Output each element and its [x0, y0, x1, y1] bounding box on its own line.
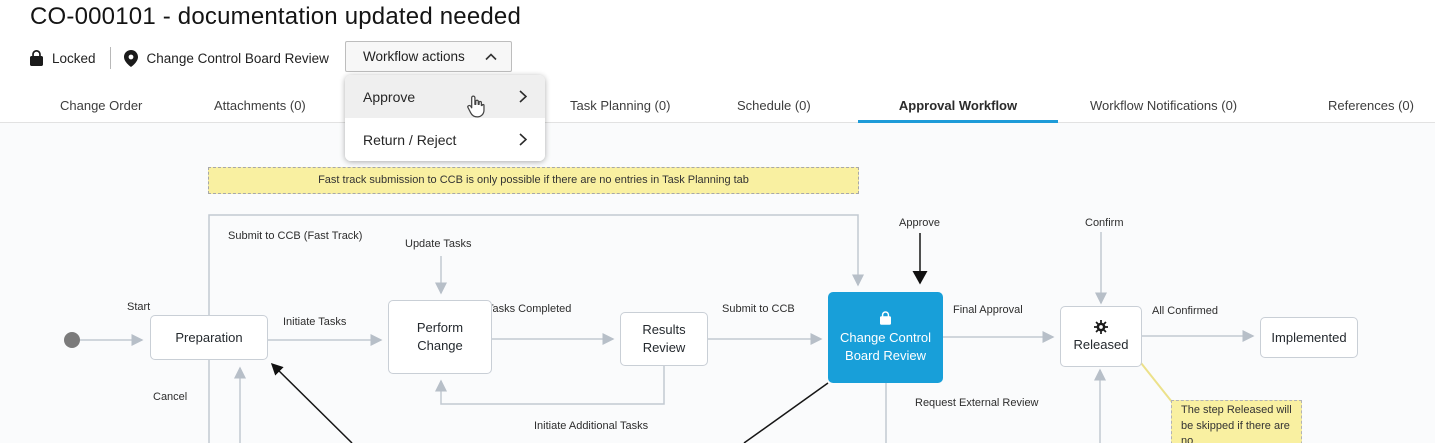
label-initiate-tasks: Initiate Tasks — [283, 316, 347, 328]
menu-item-return-reject[interactable]: Return / Reject — [345, 118, 545, 161]
tab-change-order[interactable]: Change Order — [60, 98, 143, 113]
node-released[interactable]: Released — [1060, 306, 1142, 367]
node-perform-change-label: Perform Change — [416, 320, 464, 353]
divider — [109, 47, 111, 69]
tab-schedule[interactable]: Schedule (0) — [737, 98, 811, 113]
label-confirm: Confirm — [1085, 217, 1124, 229]
menu-item-approve-label: Approve — [363, 88, 416, 105]
label-tasks-completed: Tasks Completed — [487, 303, 572, 315]
node-preparation-label: Preparation — [175, 329, 243, 345]
workflow-actions-button[interactable]: Workflow actions — [345, 41, 512, 72]
page-title: CO-000101 - documentation updated needed — [30, 3, 522, 30]
released-skip-note: The step Released will be skipped if the… — [1171, 400, 1302, 443]
tab-bar: Change Order Attachments (0) Task Planni… — [0, 90, 1435, 123]
status-row: Locked Change Control Board Review — [30, 44, 329, 72]
node-implemented[interactable]: Implemented — [1260, 317, 1358, 358]
label-all-confirmed: All Confirmed — [1152, 305, 1219, 317]
node-released-label: Released — [1073, 336, 1129, 352]
label-submit-to-ccb: Submit to CCB — [722, 303, 795, 315]
tab-attachments[interactable]: Attachments (0) — [214, 98, 306, 113]
tab-task-planning[interactable]: Task Planning (0) — [570, 98, 671, 113]
label-initiate-additional-tasks: Initiate Additional Tasks — [534, 420, 649, 432]
label-start: Start — [127, 301, 151, 313]
gear-icon — [1094, 319, 1108, 334]
current-step-label: Change Control Board Review — [146, 50, 329, 66]
node-results-review[interactable]: Results Review — [620, 312, 708, 366]
label-cancel: Cancel — [153, 391, 188, 403]
label-approve: Approve — [899, 217, 940, 229]
menu-item-approve[interactable]: Approve — [345, 75, 545, 118]
tab-references[interactable]: References (0) — [1328, 98, 1414, 113]
label-update-tasks: Update Tasks — [405, 238, 472, 250]
tab-approval-workflow[interactable]: Approval Workflow — [858, 90, 1058, 123]
location-pin-icon — [123, 49, 138, 67]
workflow-actions-label: Workflow actions — [363, 49, 465, 64]
chevron-right-icon — [519, 133, 527, 146]
menu-item-return-reject-label: Return / Reject — [363, 131, 457, 148]
node-preparation[interactable]: Preparation — [150, 315, 268, 360]
node-perform-change[interactable]: Perform Change — [388, 300, 492, 374]
label-request-external-review: Request External Review — [915, 397, 1039, 409]
tab-workflow-notifications[interactable]: Workflow Notifications (0) — [1090, 98, 1238, 113]
chevron-up-icon — [485, 52, 497, 60]
node-implemented-label: Implemented — [1271, 329, 1347, 345]
workflow-actions-menu: Approve Return / Reject — [345, 75, 545, 161]
label-submit-to-ccb-fast-track: Submit to CCB (Fast Track) — [228, 230, 363, 242]
lock-icon — [30, 50, 43, 66]
chevron-right-icon — [519, 90, 527, 103]
label-final-approval: Final Approval — [953, 304, 1023, 316]
node-ccb-label: Change Control Board Review — [839, 329, 932, 363]
locked-label: Locked — [52, 50, 96, 66]
node-change-control-board-review[interactable]: Change Control Board Review — [828, 292, 943, 383]
node-results-review-label: Results Review — [642, 322, 686, 355]
fast-track-info-banner: Fast track submission to CCB is only pos… — [208, 167, 859, 194]
lock-icon — [880, 311, 891, 325]
